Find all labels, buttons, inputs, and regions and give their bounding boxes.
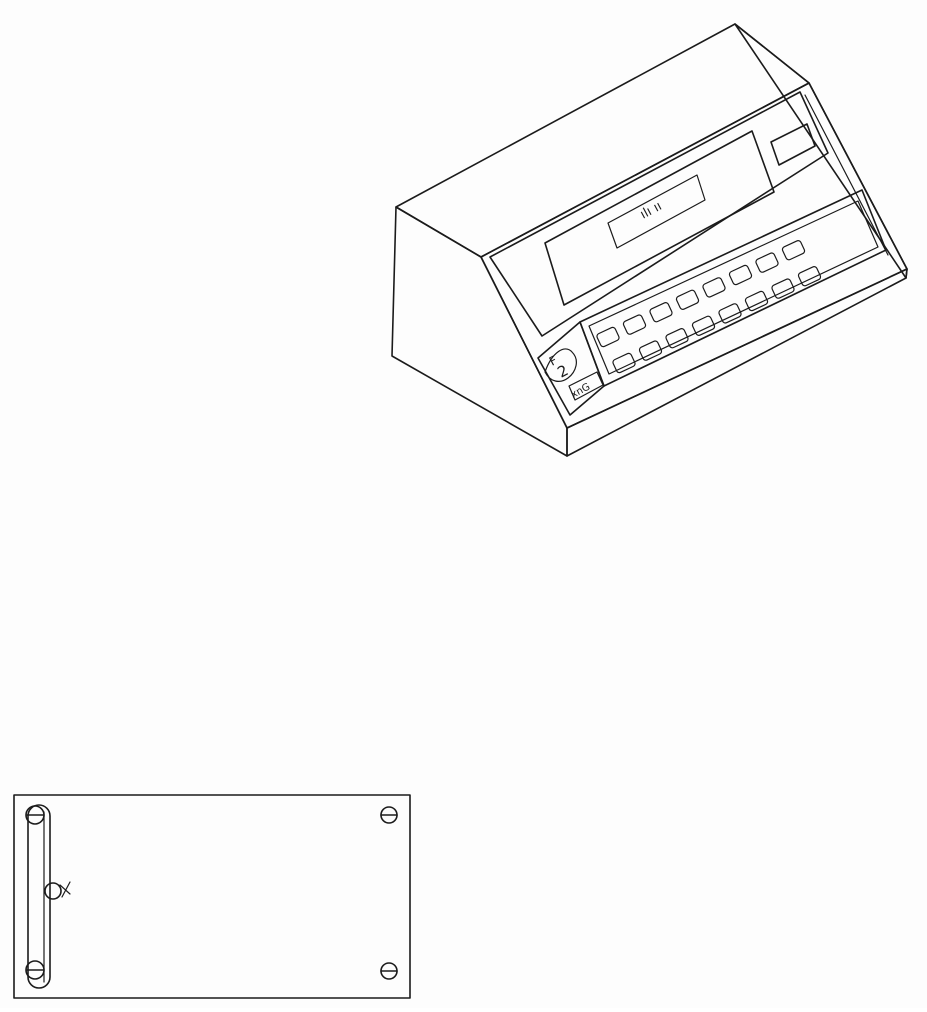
keypad-key xyxy=(744,290,769,312)
front-bevel-line xyxy=(804,94,889,256)
display-readout-panel xyxy=(607,174,706,249)
keypad-key xyxy=(691,315,716,336)
logo-panel xyxy=(537,321,605,416)
keypad-keys xyxy=(596,240,822,374)
screw-icon xyxy=(380,962,398,980)
keypad-key xyxy=(612,352,636,374)
keypad-key xyxy=(755,252,779,273)
logo-label-box xyxy=(568,371,604,401)
plate-outline xyxy=(13,794,411,999)
keypad-key xyxy=(797,266,822,287)
keypad-key xyxy=(596,326,620,348)
back-panel-plate xyxy=(13,794,411,999)
screw-icon xyxy=(25,805,45,825)
keypad-key xyxy=(702,277,726,298)
keypad-inner-frame xyxy=(588,200,879,375)
screw-icon xyxy=(380,806,398,824)
keypad-key xyxy=(665,328,689,349)
device-base-strip xyxy=(566,268,908,457)
latch-knob-icon xyxy=(44,881,71,900)
keypad-key xyxy=(728,264,753,286)
display-bezel xyxy=(489,91,829,337)
keypad-key xyxy=(675,289,700,310)
display-window xyxy=(544,130,775,306)
keypad-key xyxy=(622,314,647,335)
keypad-key xyxy=(781,240,806,261)
keypad-key xyxy=(649,302,673,323)
keypad-key xyxy=(638,340,663,361)
keypad-key xyxy=(771,278,795,299)
logo-badge-outline xyxy=(544,348,577,382)
handle-bar xyxy=(27,804,51,989)
keypad-key xyxy=(718,303,742,324)
indicator-window xyxy=(770,123,816,166)
screw-icon xyxy=(25,960,45,980)
